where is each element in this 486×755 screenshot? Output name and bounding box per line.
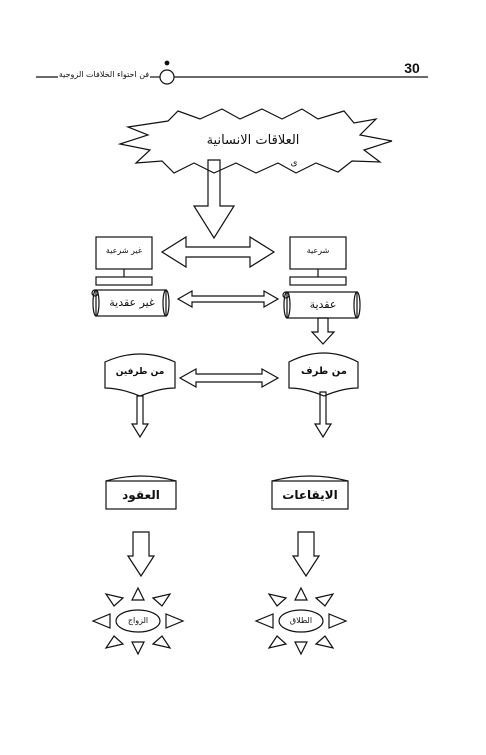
- root-note: ى: [290, 158, 298, 168]
- header-ornament-dot: [164, 60, 170, 66]
- root-label: العلاقات الانسانية: [206, 133, 300, 148]
- root-explosion-shape: [117, 108, 393, 174]
- root-down-arrow: [192, 159, 236, 240]
- left-box-down-arrow: [126, 531, 156, 578]
- scrolls-double-arrow: [176, 289, 280, 309]
- right-scroll-knob: [282, 291, 290, 299]
- right-shield-down-arrow: [313, 391, 333, 439]
- left-shield-shape: [104, 353, 176, 397]
- left-scroll-label: غير عقدية: [109, 296, 155, 309]
- right-box-label: الايقاعات: [282, 488, 338, 502]
- right-scroll-label: عقدية: [309, 298, 337, 311]
- screens-double-arrow: [160, 235, 276, 269]
- right-shield-shape: [288, 352, 359, 397]
- left-monitor-base: [95, 276, 153, 286]
- shields-double-arrow: [178, 367, 280, 389]
- left-cylinder-body: [105, 480, 177, 510]
- left-cylinder-top: [105, 475, 177, 482]
- right-cylinder-top: [271, 475, 349, 482]
- left-box-label: العقود: [122, 488, 160, 502]
- right-screen-label: شرعية: [306, 246, 330, 255]
- right-cylinder-body: [271, 480, 349, 510]
- right-shield-label: من طرف: [301, 366, 347, 377]
- left-scroll-curl-right: [162, 289, 170, 317]
- left-screen-label: غير شرعية: [105, 246, 143, 255]
- left-sun-label: الزواج: [127, 616, 149, 625]
- page-number: 30: [404, 60, 420, 76]
- right-sun-shape: [254, 586, 348, 656]
- left-shield-label: من طرفين: [115, 367, 165, 377]
- running-title: فن احتواء الخلافات الزوجية: [58, 70, 150, 79]
- right-box-down-arrow: [291, 531, 321, 578]
- scroll-to-shield-arrow: [310, 317, 336, 345]
- right-scroll-curl-right: [353, 291, 361, 319]
- header-ornament-circle: [159, 69, 175, 85]
- left-shield-down-arrow: [130, 395, 150, 439]
- left-scroll-body: [95, 289, 167, 317]
- right-monitor-base: [289, 276, 347, 286]
- left-sun-shape: [91, 586, 185, 656]
- left-scroll-knob: [91, 289, 99, 297]
- right-sun-label: الطلاق: [289, 616, 313, 625]
